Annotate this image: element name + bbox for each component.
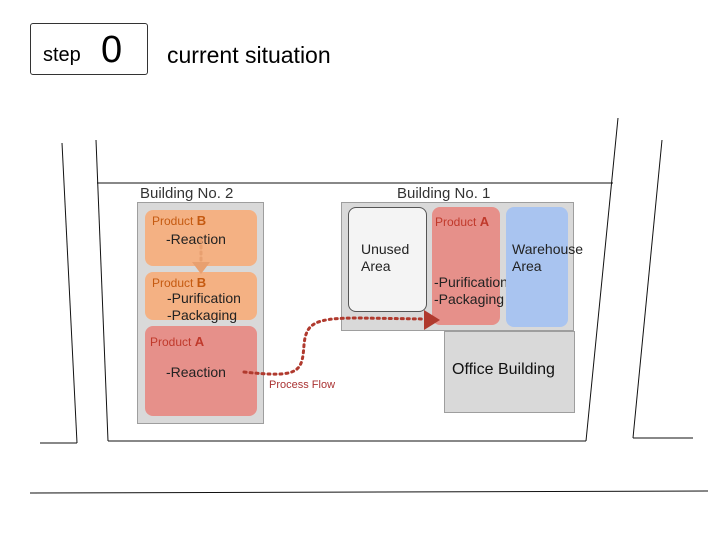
zone-product-a-reaction (145, 326, 257, 416)
zone-product-tag: Product A (435, 214, 490, 229)
zone-product-a-purification (432, 207, 500, 325)
zone-product-tag: Product B (152, 213, 207, 228)
ground-line (29, 490, 709, 494)
page-title: current situation (167, 42, 331, 68)
zone-process-text: -Purification (434, 274, 508, 290)
zone-text: Area (361, 258, 391, 274)
zone-process-text: -Reaction (166, 364, 226, 380)
zone-product-b-purification (145, 272, 257, 320)
zone-warehouse-area (506, 207, 568, 327)
zone-product-tag: Product B (152, 275, 207, 290)
zone-process-text: -Packaging (434, 291, 505, 307)
right-inner-wall (585, 117, 619, 442)
flow-arrow-a-shaft (242, 316, 427, 376)
zone-process-text: -Reaction (166, 231, 226, 247)
zone-process-text: -Purification (167, 290, 241, 306)
zone-text: Unused (361, 241, 410, 257)
building-2-label: Building No. 2 (140, 185, 234, 202)
office-building-label: Office Building (452, 361, 555, 378)
step-badge: step 0 (30, 23, 148, 75)
zone-process-text: -Packaging (167, 307, 238, 323)
office-building (444, 331, 575, 413)
building-1-label: Building No. 1 (397, 185, 491, 202)
zone-unused-area (348, 207, 427, 312)
left-outer-wall (61, 142, 78, 444)
process-flow-label: Process Flow (269, 379, 336, 391)
step-word: step (43, 44, 81, 66)
left-inner-wall (95, 139, 109, 442)
zone-product-tag: Product A (150, 334, 205, 349)
step-number: 0 (101, 29, 123, 71)
flow-arrow-b-head (192, 262, 210, 274)
right-outer-wall (632, 139, 663, 439)
zone-text: Warehouse (512, 241, 584, 257)
zone-text: Area (512, 258, 542, 274)
flow-arrow-a-head (424, 310, 440, 330)
